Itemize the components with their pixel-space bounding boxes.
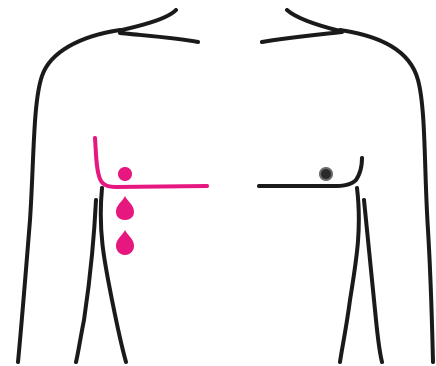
clavicle-left-line xyxy=(120,33,198,42)
neck-left-line xyxy=(122,10,176,30)
neck-right-line xyxy=(287,10,340,31)
left-inner-arm-line xyxy=(76,200,96,362)
right-torso-side-line xyxy=(340,188,359,362)
right-shoulder-outline xyxy=(340,30,433,362)
clavicle-right-line xyxy=(262,32,342,42)
right-pectoral-line xyxy=(259,158,362,186)
marker-dot xyxy=(118,167,132,181)
right-inner-arm-line xyxy=(364,200,382,362)
marker-droplet-lower xyxy=(116,230,134,255)
nipple-marker xyxy=(320,168,332,180)
marker-droplet-upper xyxy=(116,196,134,220)
mastectomy-outline xyxy=(95,138,207,187)
left-shoulder-outline xyxy=(18,30,120,362)
